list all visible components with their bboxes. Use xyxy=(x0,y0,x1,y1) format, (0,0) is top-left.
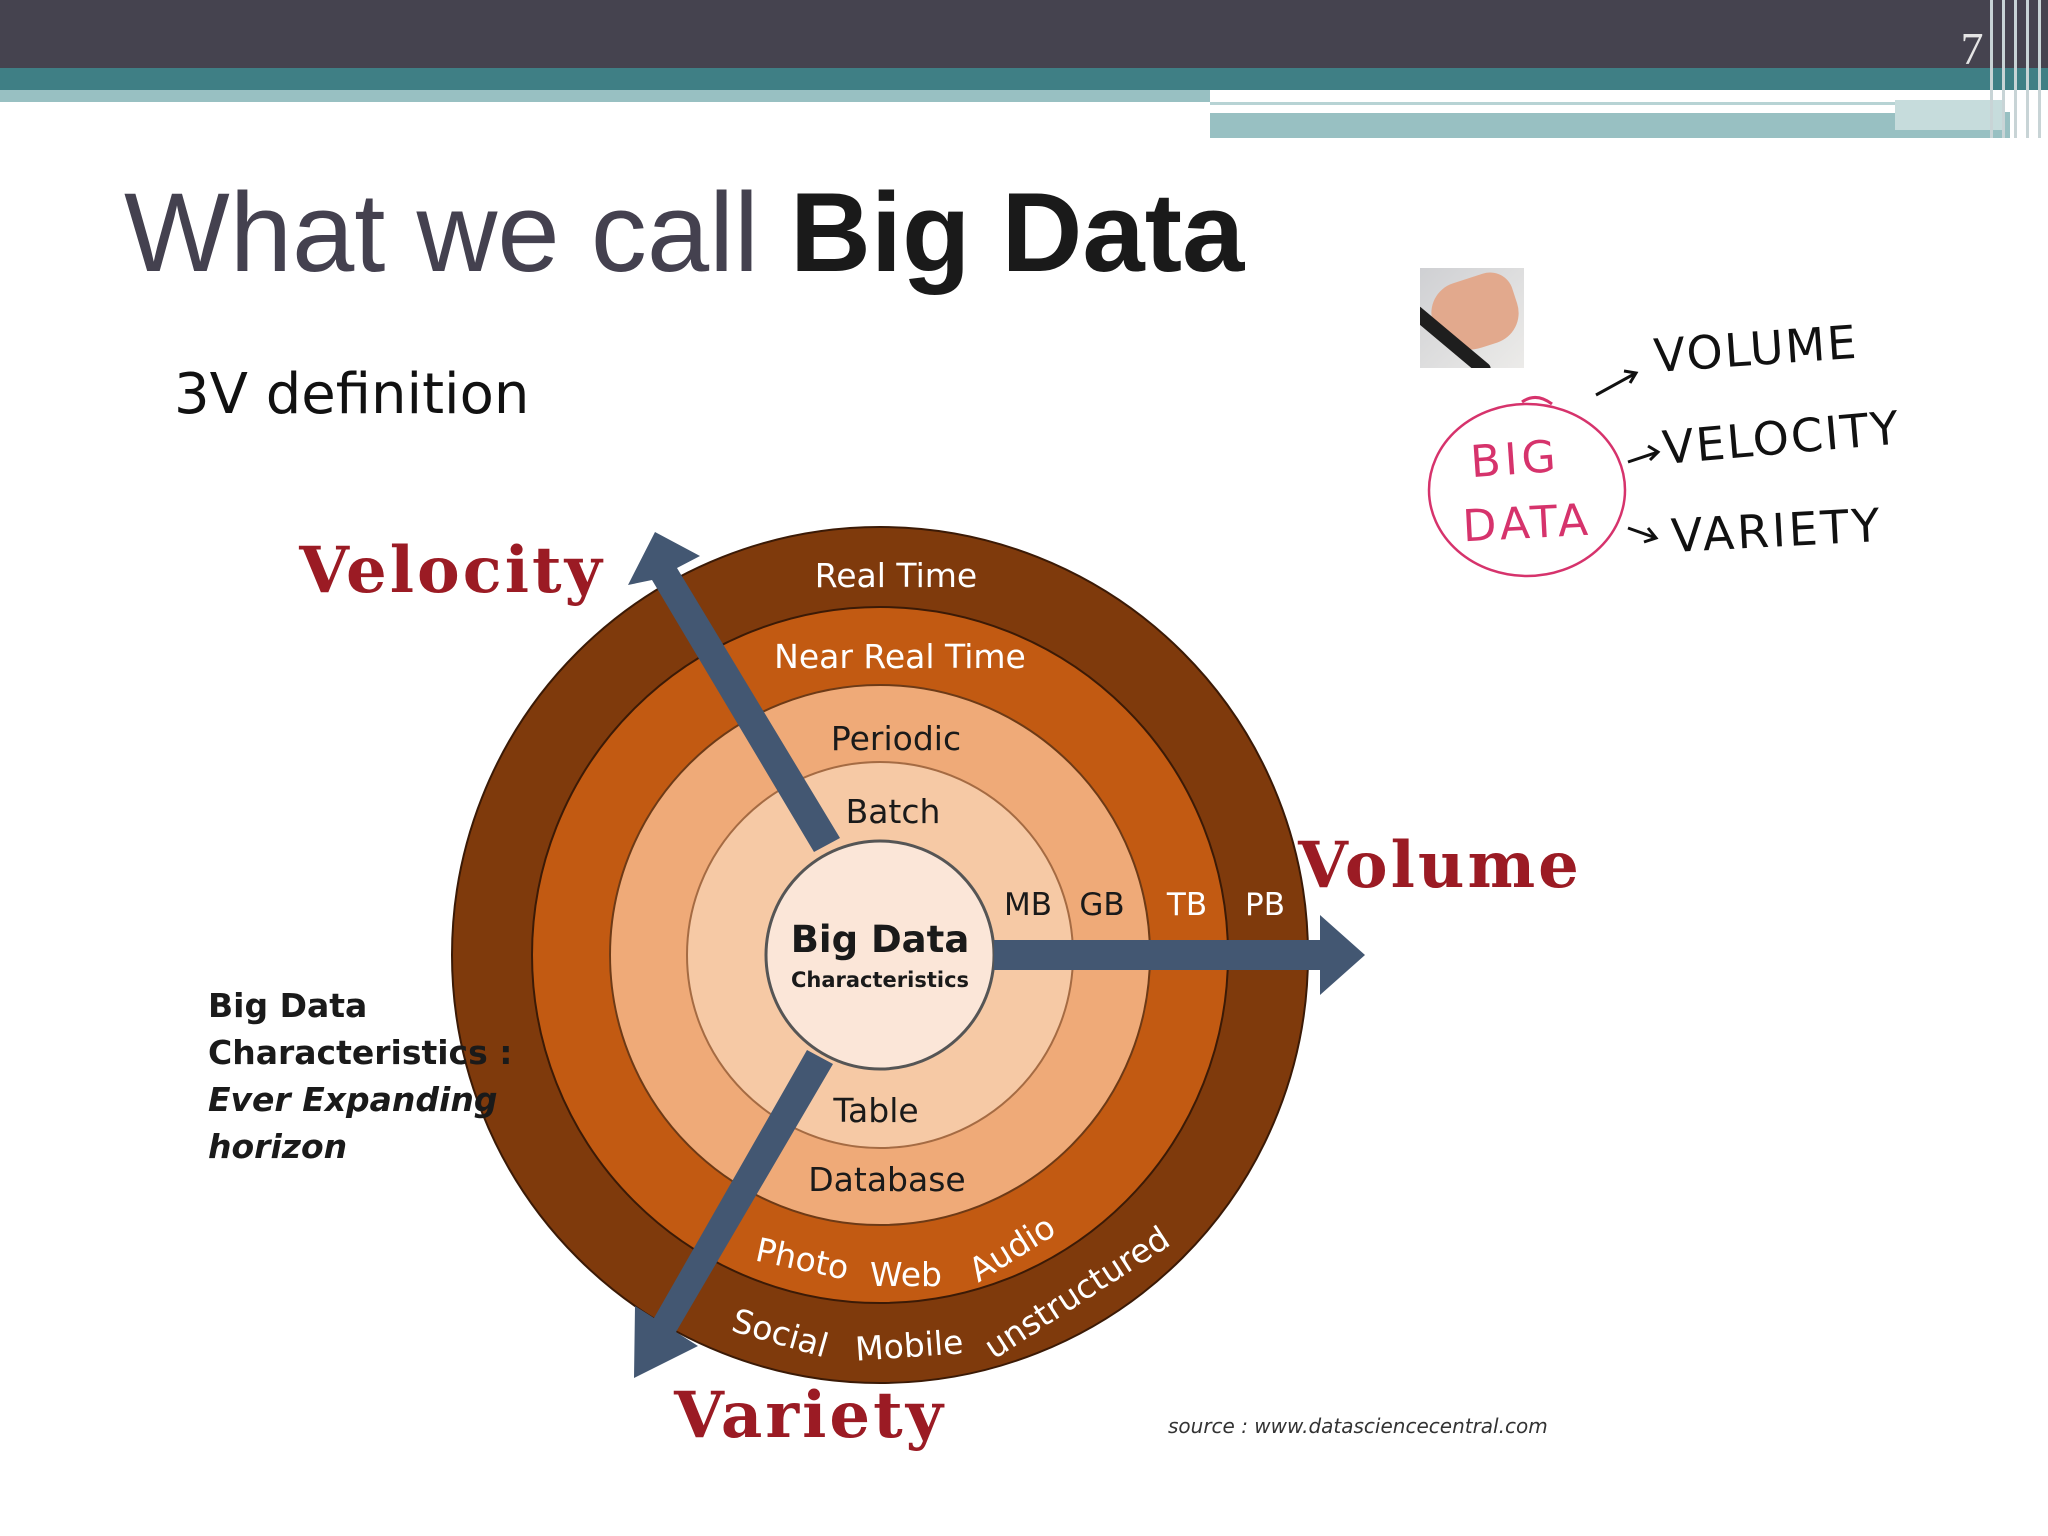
header-stripe-left xyxy=(0,90,1210,102)
volume-ring-label: MB xyxy=(1004,887,1052,923)
title-bold: Big Data xyxy=(789,170,1245,295)
volume-ring-label: TB xyxy=(1166,887,1207,923)
arrow-to-velocity-icon xyxy=(1627,444,1661,464)
sketch-item-variety: VARIETY xyxy=(1670,498,1884,563)
sketch-circle xyxy=(1427,402,1627,578)
header-stripe-right xyxy=(1210,112,2010,138)
header-stripe-accent xyxy=(1895,100,2005,130)
pen-mark xyxy=(1521,396,1553,406)
side-note-line: Characteristics : xyxy=(208,1033,513,1072)
center-subtitle: Characteristics xyxy=(791,968,969,992)
velocity-ring-label: Periodic xyxy=(831,719,961,758)
header-divider-line xyxy=(1210,102,1910,113)
variety-ring-label: Web xyxy=(870,1255,942,1294)
header-band xyxy=(0,68,2048,90)
volume-ring-label: PB xyxy=(1245,887,1285,923)
velocity-arrow xyxy=(628,532,840,852)
volume-ring-label: GB xyxy=(1079,887,1124,923)
variety-ring-label: Mobile xyxy=(854,1322,965,1368)
velocity-label: Velocity xyxy=(298,533,605,608)
variety-ring-label: Database xyxy=(808,1160,965,1199)
title-prefix: What we call xyxy=(124,170,790,295)
center-title: Big Data xyxy=(791,918,970,961)
variety-ring-label: Table xyxy=(832,1091,918,1130)
sketch-circle-line2: DATA xyxy=(1461,495,1593,553)
source-citation: source : www.datasciencecentral.com xyxy=(1168,1414,1548,1438)
sketch-item-velocity: VELOCITY xyxy=(1660,400,1902,475)
arrow-to-variety-icon xyxy=(1627,526,1659,544)
variety-label: Variety xyxy=(673,1378,946,1453)
velocity-ring-label: Batch xyxy=(846,792,941,831)
velocity-ring-label: Real Time xyxy=(815,556,977,595)
slide-number: 7 xyxy=(1960,23,1984,74)
velocity-ring-label: Near Real Time xyxy=(774,637,1026,676)
hand-with-pen-image xyxy=(1420,268,1524,368)
side-note-line: Ever Expanding xyxy=(208,1080,498,1119)
volume-arrow xyxy=(994,915,1365,995)
top-bar xyxy=(0,0,2048,68)
header-vertical-lines xyxy=(1980,0,2048,138)
subtitle: 3V definition xyxy=(174,362,530,427)
side-note: Big Data Characteristics : Ever Expandin… xyxy=(208,982,512,1170)
side-note-line: horizon xyxy=(208,1127,348,1166)
variety-arrow xyxy=(634,1050,833,1378)
page-title: What we call Big Data xyxy=(124,168,1244,297)
sketch-item-volume: VOLUME xyxy=(1652,315,1860,383)
sketch-circle-line1: BIG xyxy=(1469,431,1562,488)
arrow-to-volume-icon xyxy=(1595,369,1639,397)
volume-label: Volume xyxy=(1297,828,1582,903)
side-note-line: Big Data xyxy=(208,986,368,1025)
